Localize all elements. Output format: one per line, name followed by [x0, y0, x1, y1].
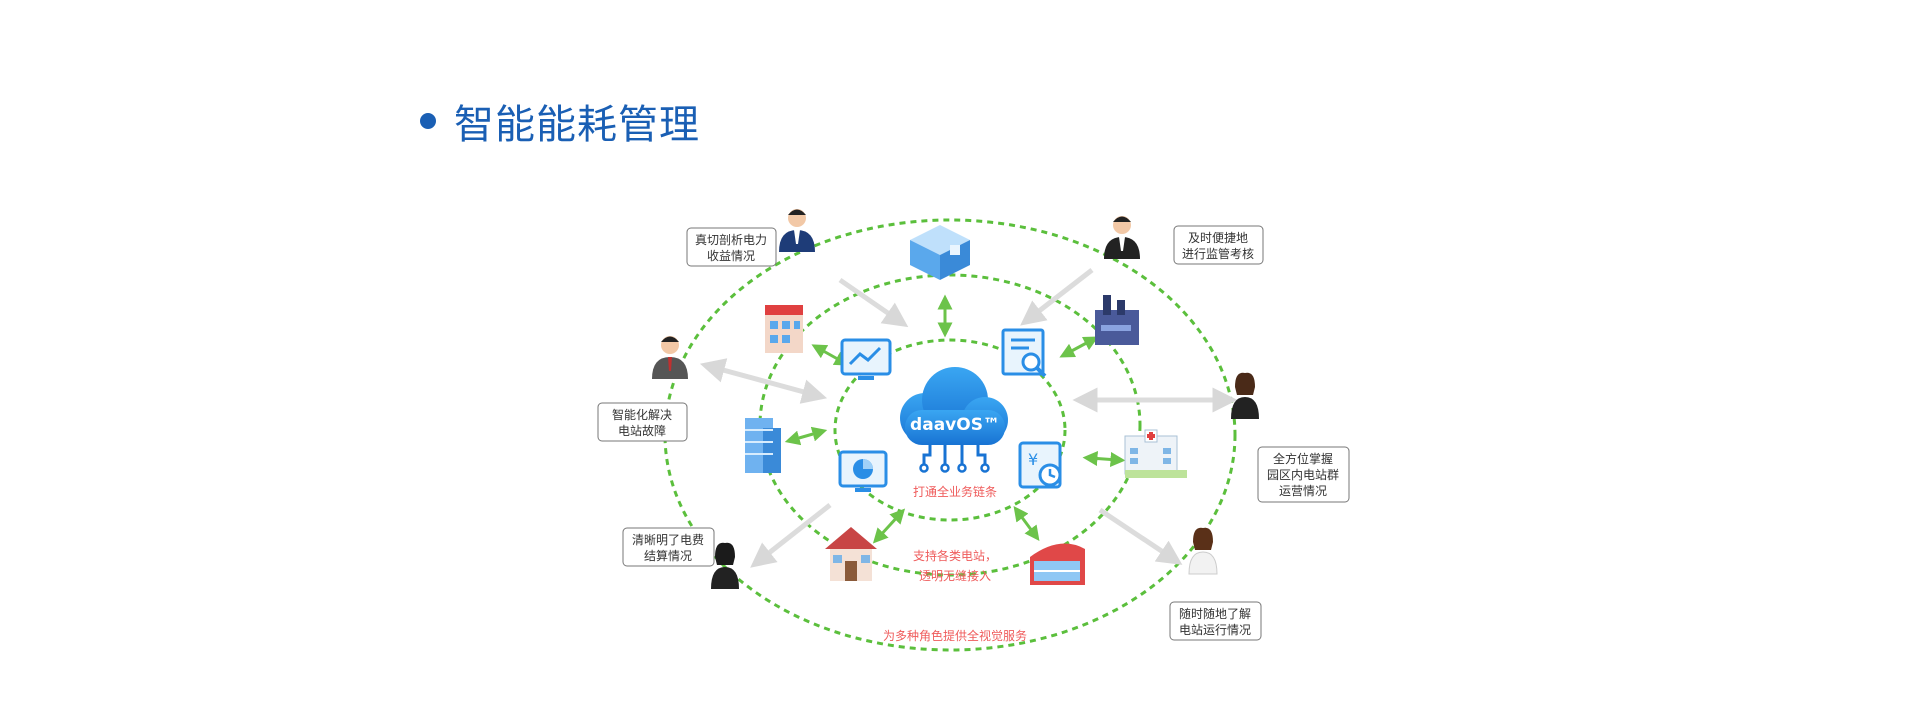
- svg-text:电站故障: 电站故障: [618, 423, 666, 438]
- role-label-station-status: 随时随地了解 电站运行情况: [1169, 601, 1262, 641]
- svg-text:全方位掌握: 全方位掌握: [1273, 451, 1333, 466]
- outer-caption: 为多种角色提供全视觉服务: [883, 628, 1027, 643]
- svg-text:¥: ¥: [1028, 450, 1038, 469]
- office-building-icon: [910, 225, 970, 280]
- outer-ring: [663, 218, 1237, 652]
- title-bullet-icon: [420, 113, 436, 129]
- factory-icon: [1095, 295, 1139, 345]
- businessman-icon: [1104, 216, 1140, 259]
- inner-ring: [833, 338, 1067, 522]
- hospital-icon: [1124, 429, 1187, 478]
- commercial-building-icon: [1030, 543, 1085, 585]
- role-label-fault: 智能化解决 电站故障: [597, 402, 688, 442]
- page-title: 智能能耗管理: [454, 102, 700, 148]
- businesswoman-icon: [1231, 372, 1259, 419]
- businessman-icon: [779, 209, 815, 252]
- svg-text:电站运行情况: 电站运行情况: [1179, 623, 1251, 637]
- apartment-icon: [765, 305, 803, 353]
- businesswoman-icon: [711, 542, 739, 589]
- svg-text:进行监管考核: 进行监管考核: [1182, 246, 1254, 261]
- house-icon: [825, 527, 877, 581]
- middle-caption-line-2: 透明无缝接入: [919, 568, 991, 583]
- svg-text:收益情况: 收益情况: [707, 249, 755, 263]
- businessman-icon: [652, 336, 688, 379]
- role-label-supervision: 及时便捷地 进行监管考核: [1173, 225, 1264, 265]
- role-label-revenue: 真切剖析电力 收益情况: [686, 227, 777, 267]
- svg-text:清晰明了电费: 清晰明了电费: [632, 533, 704, 547]
- svg-text:结算情况: 结算情况: [644, 548, 692, 563]
- center-caption: 打通全业务链条: [913, 484, 997, 499]
- inner-connectors: [784, 294, 1126, 544]
- svg-text:真切剖析电力: 真切剖析电力: [695, 233, 767, 247]
- monitor-pie-icon: [838, 450, 888, 492]
- svg-text:园区内电站群: 园区内电站群: [1267, 468, 1339, 482]
- svg-text:智能化解决: 智能化解决: [612, 407, 672, 422]
- svg-text:运营情况: 运营情况: [1279, 484, 1327, 498]
- billing-clock-icon: ¥: [1018, 441, 1062, 489]
- role-connectors: [699, 268, 1238, 568]
- svg-text:随时随地了解: 随时随地了解: [1179, 606, 1251, 621]
- daavos-cloud-icon: daavOS™: [900, 367, 1008, 473]
- middle-caption-line-1: 支持各类电站，: [913, 548, 997, 563]
- monitor-chart-icon: [840, 338, 892, 380]
- daavos-logo-text: daavOS™: [910, 415, 1000, 435]
- tower-building-icon: [745, 418, 781, 473]
- role-label-park-operations: 全方位掌握 园区内电站群 运营情况: [1257, 446, 1350, 503]
- document-search-icon: [1001, 328, 1047, 378]
- role-label-billing: 清晰明了电费 结算情况: [622, 527, 715, 567]
- svg-text:及时便捷地: 及时便捷地: [1188, 231, 1248, 245]
- businesswoman-icon: [1188, 527, 1218, 575]
- page-header: 智能能耗管理: [420, 92, 700, 150]
